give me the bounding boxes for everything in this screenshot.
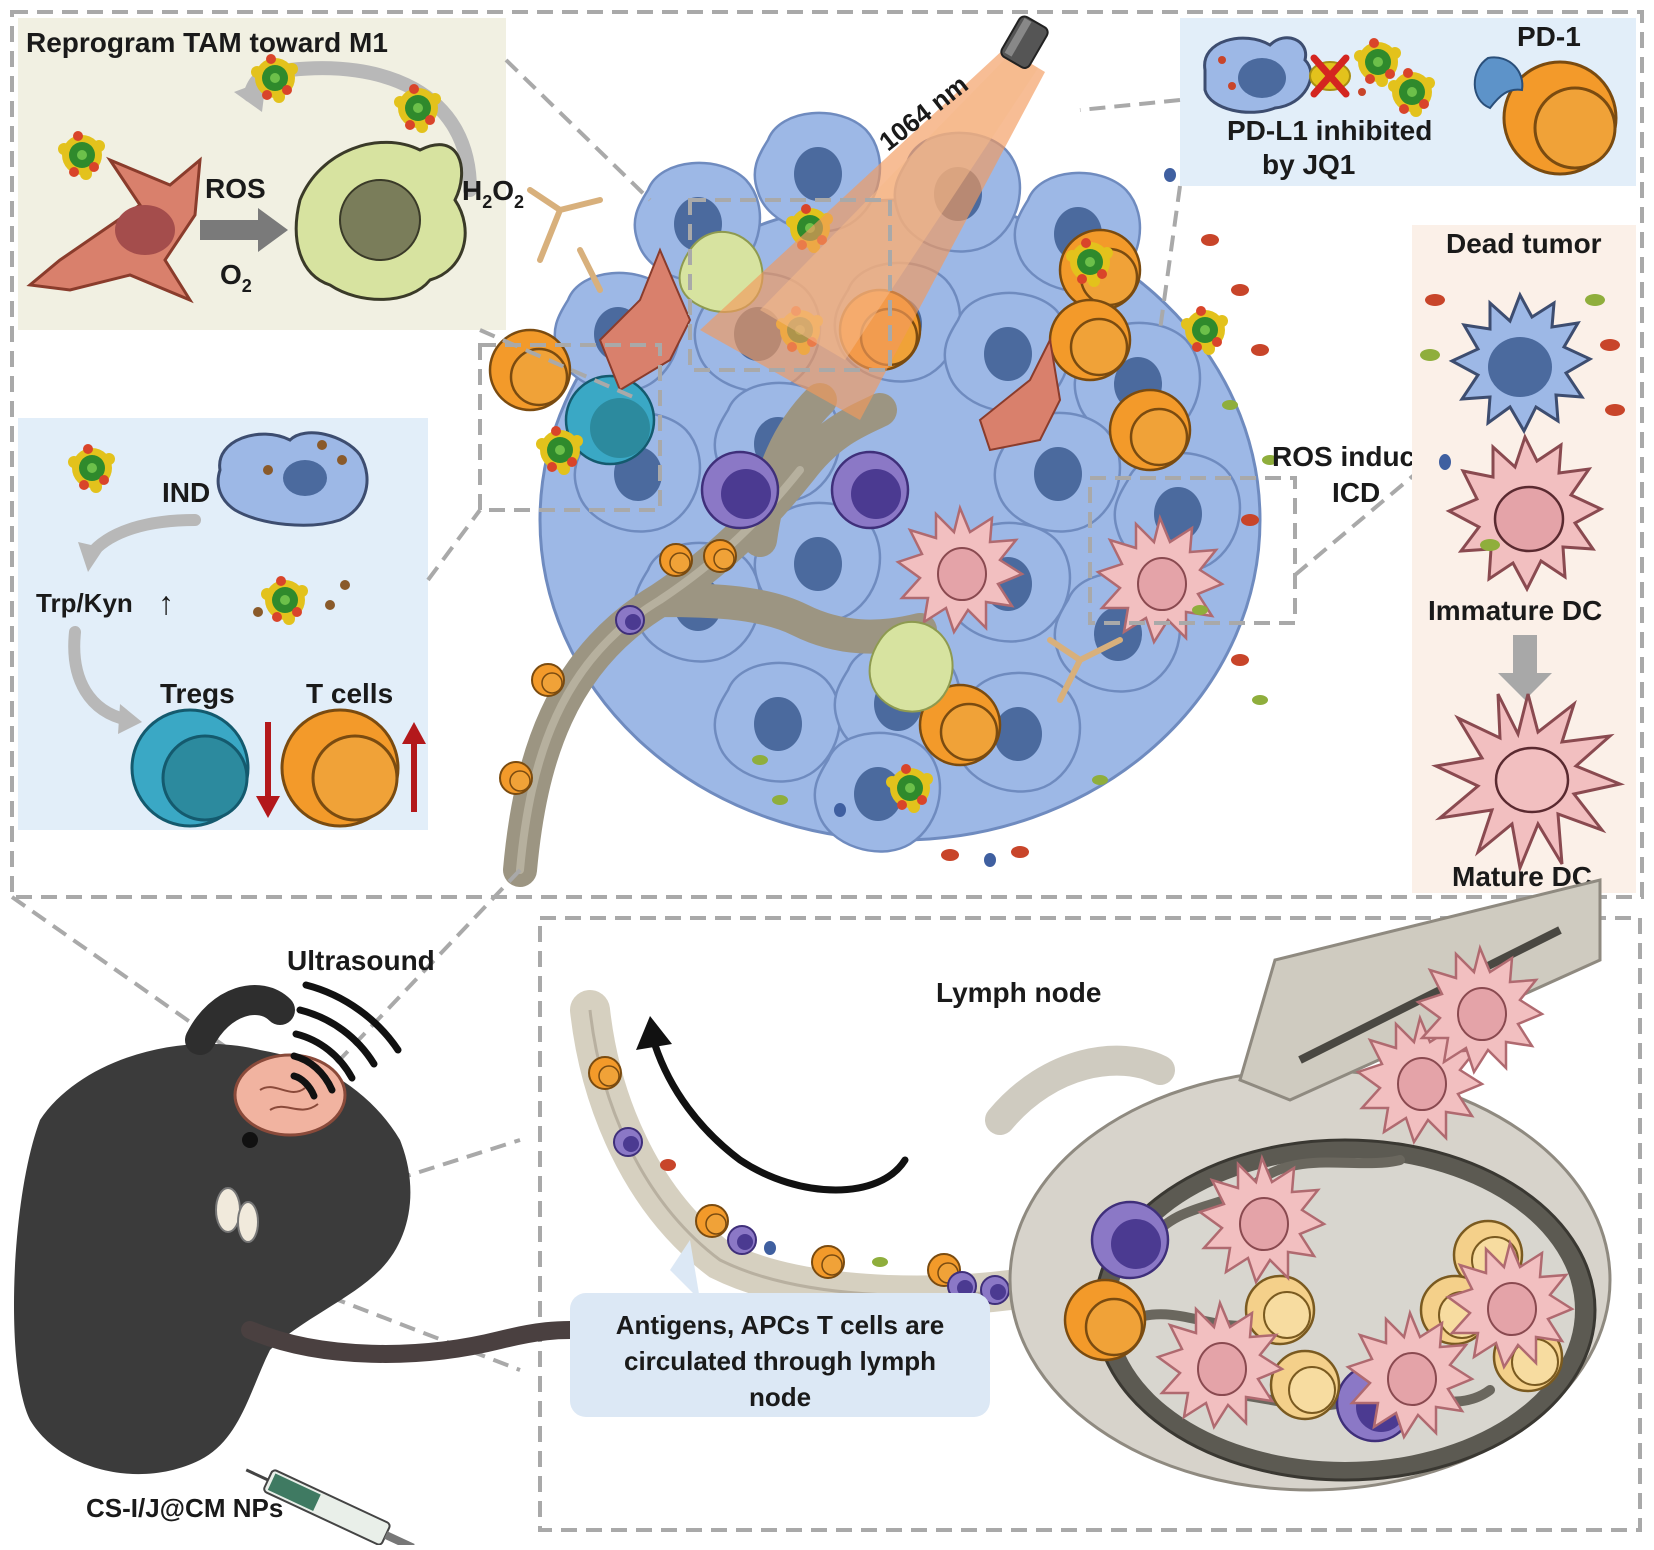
tregs-label: Tregs bbox=[160, 678, 235, 709]
trp-kyn-label: Trp/Kyn bbox=[36, 588, 133, 618]
dc-panel: Dead tumor Immature DC Mature DC bbox=[1412, 225, 1636, 893]
zoom-box-icd bbox=[1088, 476, 1297, 625]
immature-dc-label: Immature DC bbox=[1428, 595, 1602, 626]
icd-line2: ICD bbox=[1332, 477, 1380, 508]
t-cells-up-arrow bbox=[402, 722, 426, 812]
laser: 1064 nm bbox=[700, 15, 1049, 420]
treg-cell bbox=[130, 708, 250, 828]
zoom-box-tam bbox=[688, 198, 892, 372]
lymph-node bbox=[985, 878, 1612, 1492]
pdl1-panel: PD-L1 inhibited by JQ1 PD-1 bbox=[1180, 18, 1636, 186]
tregs-down-arrow bbox=[256, 722, 280, 818]
ultrasound-label: Ultrasound bbox=[287, 945, 435, 976]
callout-line2: circulated through lymph bbox=[624, 1346, 936, 1376]
pd1-label: PD-1 bbox=[1517, 21, 1581, 52]
laser-device-icon bbox=[1000, 15, 1049, 69]
lymph-node-title: Lymph node bbox=[936, 977, 1101, 1008]
ido-panel: IND Trp/Kyn ↑ Tregs T cells bbox=[18, 418, 482, 830]
top-frame bbox=[10, 10, 1644, 899]
trp-kyn-up-arrow: ↑ bbox=[158, 585, 174, 621]
tumor-site bbox=[233, 1053, 347, 1137]
callout-line3: node bbox=[749, 1382, 811, 1412]
dead-tumor-label: Dead tumor bbox=[1446, 228, 1602, 259]
tam-panel-title: Reprogram TAM toward M1 bbox=[26, 27, 388, 58]
zoom-box-ido bbox=[478, 343, 662, 512]
pdl1-line2: by JQ1 bbox=[1262, 149, 1355, 180]
t-cells-label: T cells bbox=[306, 678, 393, 709]
lymph-callout: Antigens, APCs T cells are circulated th… bbox=[570, 1240, 990, 1417]
nps-label: CS-I/J@CM NPs bbox=[86, 1493, 283, 1523]
pdl1-line1: PD-L1 inhibited bbox=[1227, 115, 1432, 146]
ultrasound-waves-icon bbox=[290, 981, 402, 1100]
mouse-icon bbox=[13, 985, 579, 1475]
inhibition-cross-icon bbox=[1310, 54, 1350, 98]
ros-label: ROS bbox=[205, 173, 266, 204]
ind-label: IND bbox=[162, 477, 210, 508]
callout-line1: Antigens, APCs T cells are bbox=[616, 1310, 944, 1340]
pd1-receptor bbox=[1473, 56, 1524, 110]
antigen-debris bbox=[752, 168, 1278, 867]
lymph-frame bbox=[538, 916, 1642, 1532]
o2-label: O2 bbox=[220, 259, 252, 296]
t-cell-large bbox=[280, 708, 400, 828]
icd-line1: ROS induce bbox=[1272, 441, 1431, 472]
tam-panel: Reprogram TAM toward M1 ROS O2 H2O2 bbox=[18, 18, 524, 330]
h2o2-label: H2O2 bbox=[462, 175, 524, 212]
tumor-mass bbox=[488, 111, 1262, 887]
circulation-arrow bbox=[636, 1016, 909, 1194]
